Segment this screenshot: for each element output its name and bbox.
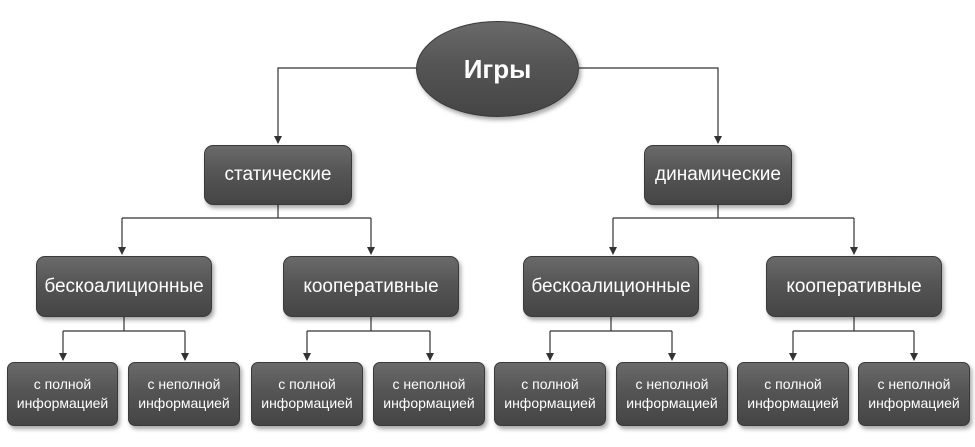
leaf-line: с полной bbox=[764, 376, 822, 392]
leaf-line: с полной bbox=[33, 376, 92, 392]
node-label: бескоалиционные bbox=[531, 275, 691, 297]
connector-arrow bbox=[274, 67, 416, 144]
leaf-line: информацией bbox=[747, 395, 839, 411]
node-static-noncoalition: бескоалиционные bbox=[36, 256, 212, 317]
node-dynamic-noncoalition: бескоалиционные bbox=[523, 256, 699, 317]
leaf-static-cooperative-complete: с полной информацией bbox=[251, 362, 363, 426]
leaf-dynamic-cooperative-incomplete: с неполной информацией bbox=[858, 362, 970, 426]
leaf-static-noncoalition-complete: с полной информацией bbox=[7, 362, 118, 426]
leaf-static-noncoalition-incomplete: с неполной информацией bbox=[128, 362, 240, 426]
leaf-dynamic-cooperative-complete: с полной информацией bbox=[737, 362, 849, 426]
node-static-cooperative: кооперативные bbox=[283, 256, 459, 317]
leaf-line: информацией bbox=[504, 395, 596, 411]
leaf-line: информацией bbox=[16, 395, 109, 411]
node-static: статические bbox=[204, 145, 352, 205]
leaf-dynamic-noncoalition-incomplete: с неполной информацией bbox=[616, 362, 728, 426]
leaf-line: с неполной bbox=[147, 376, 221, 392]
root-label: Игры bbox=[463, 53, 532, 84]
leaf-line: информацией bbox=[138, 395, 230, 411]
node-dynamic-cooperative: кооперативные bbox=[766, 256, 942, 317]
node-static-label: статические bbox=[224, 164, 332, 185]
leaf-dynamic-noncoalition-complete: с полной информацией bbox=[494, 362, 606, 426]
leaf-line: информацией bbox=[626, 395, 718, 411]
node-label: кооперативные bbox=[786, 275, 922, 297]
leaf-line: с неполной bbox=[635, 376, 709, 392]
leaf-line: с полной bbox=[278, 376, 336, 392]
root-node-games: Игры bbox=[416, 21, 579, 117]
leaf-line: информацией bbox=[383, 395, 475, 411]
node-label: бескоалиционные bbox=[44, 275, 204, 297]
leaf-line: с полной bbox=[521, 376, 579, 392]
leaf-line: с неполной bbox=[392, 376, 466, 392]
connector-arrow bbox=[579, 67, 722, 144]
leaf-line: информацией bbox=[868, 395, 960, 411]
node-dynamic-label: динамические bbox=[655, 164, 781, 185]
leaf-line: информацией bbox=[261, 395, 353, 411]
node-label: кооперативные bbox=[303, 275, 439, 297]
node-dynamic: динамические bbox=[644, 145, 792, 205]
leaf-line: с неполной bbox=[877, 376, 951, 392]
leaf-static-cooperative-incomplete: с неполной информацией bbox=[373, 362, 485, 426]
